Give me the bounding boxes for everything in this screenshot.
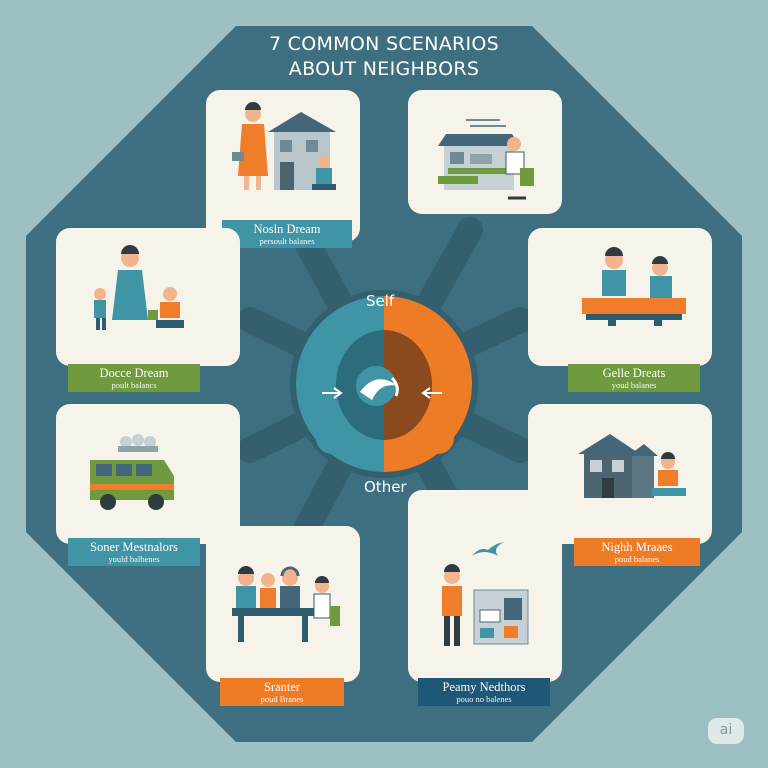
scenario-title: Soner Mestnalors [90, 540, 178, 554]
couple-sofa-illustration [582, 247, 686, 326]
office-worker-illustration [438, 119, 534, 200]
scenario-label-low-left: Soner Mestnalors yould balbenes [68, 538, 200, 566]
scenario-card-bottom-left: Sranter poud Branes [206, 526, 360, 706]
scenario-title: Sranter [263, 680, 301, 694]
scenario-subtitle: persoult balanes [259, 236, 315, 246]
family-table-illustration [232, 566, 340, 642]
bird-icon [472, 542, 504, 556]
scenario-label-bottom-left: Sranter poud Branes [220, 678, 344, 706]
scenario-subtitle: yould balbenes [108, 554, 160, 564]
man-board-bird-illustration [442, 542, 529, 646]
scenario-subtitle: youd balanes [611, 380, 657, 390]
ai-badge: ai [708, 718, 744, 744]
mother-children-illustration [94, 245, 184, 330]
scenario-subtitle: pouo no balenes [456, 694, 512, 704]
scenario-title: Docce Dream [99, 366, 169, 380]
house-child-illustration [578, 434, 686, 498]
scenario-title: Gelle Dreats [602, 366, 666, 380]
scenario-card-mid-right: Gelle Dreats youd balanes [528, 228, 712, 392]
left-arrow-icon [421, 387, 442, 399]
scenario-label-bottom-right: Peamy Nedthors pouo no balenes [418, 678, 550, 706]
right-arrow-icon [322, 387, 343, 399]
scenario-card-bottom-right: Peamy Nedthors pouo no balenes [408, 490, 562, 706]
scenario-label-mid-left: Docce Dream poult balancs [68, 364, 200, 392]
scenario-label-mid-right: Gelle Dreats youd balanes [568, 364, 700, 392]
title-line-1: 7 COMMON SCENARIOS [268, 33, 500, 55]
scenario-label-low-right: Nighh Mraaes poud balanes [574, 538, 700, 566]
scenario-card-mid-left: Docce Dream poult balancs [56, 228, 240, 392]
center-hub [290, 290, 478, 478]
scenario-title: Nighh Mraaes [601, 540, 673, 554]
minivan-illustration [90, 434, 174, 510]
scenario-label-top-left: Nosln Dream persoult balanes [222, 220, 352, 248]
scenario-title: Nosln Dream [253, 222, 321, 236]
scenario-card-low-left: Soner Mestnalors yould balbenes [56, 404, 240, 566]
page-title: 7 COMMON SCENARIOS ABOUT NEIGHBORS [184, 32, 584, 82]
scenario-subtitle: poult balancs [111, 380, 157, 390]
scenario-card-top-left: Nosln Dream persoult balanes [206, 90, 360, 248]
other-label: Other [364, 478, 407, 496]
scenario-subtitle: poud balanes [614, 554, 660, 564]
scenario-title: Peamy Nedthors [442, 680, 526, 694]
title-line-2: ABOUT NEIGHBORS [288, 58, 480, 80]
scenario-card-top-right [408, 90, 562, 214]
self-label: Self [366, 292, 395, 310]
scenario-subtitle: poud Branes [260, 694, 304, 704]
family-house-illustration [232, 102, 336, 190]
